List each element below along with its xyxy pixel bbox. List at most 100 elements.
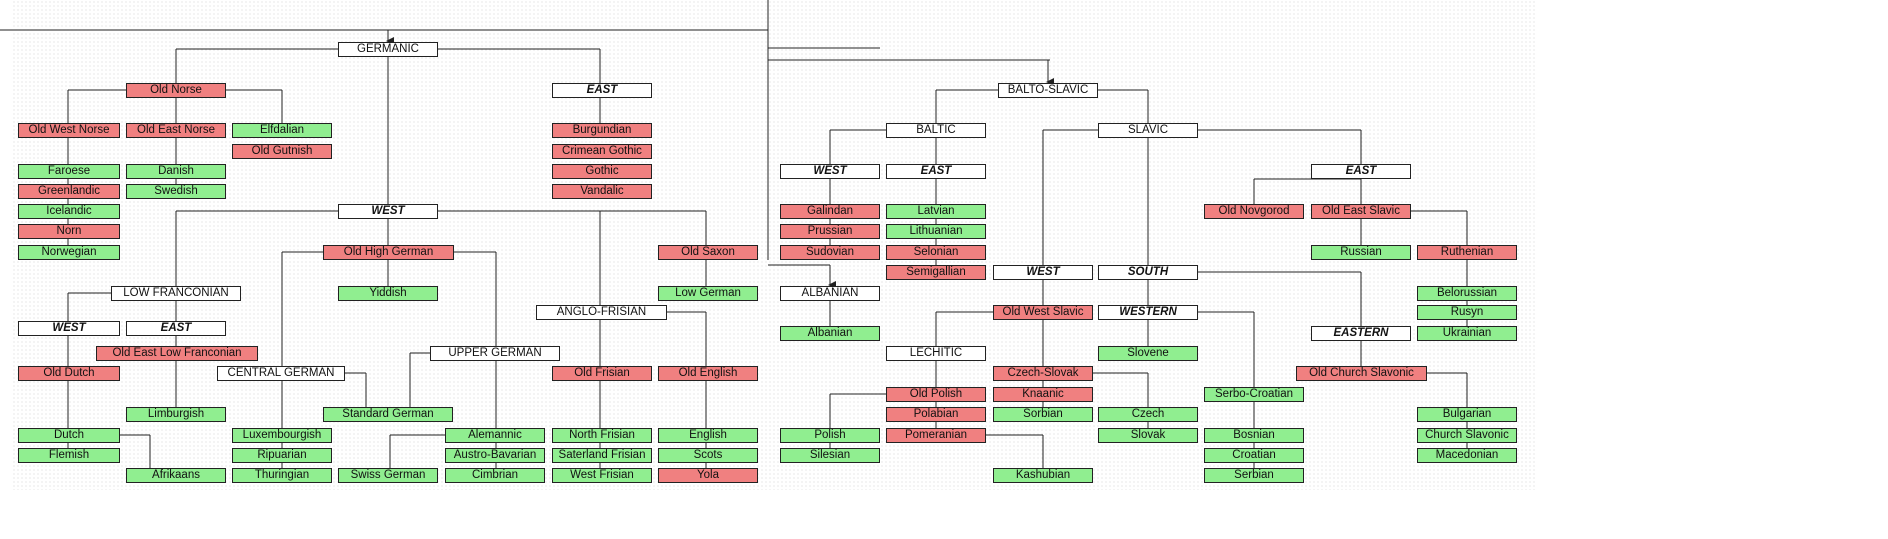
node-anglo-frisian: ANGLO-FRISIAN (536, 305, 667, 320)
node-west-frisian: West Frisian (552, 468, 652, 483)
node-danish: Danish (126, 164, 226, 179)
node-burgundian: Burgundian (552, 123, 652, 138)
node-elfdalian: Elfdalian (232, 123, 332, 138)
node-rusyn: Rusyn (1417, 305, 1517, 320)
node-eastern: EASTERN (1311, 326, 1411, 341)
node-old-east-low-franconian: Old East Low Franconian (96, 346, 258, 361)
node-russian: Russian (1311, 245, 1411, 260)
node-czech: Czech (1098, 407, 1198, 422)
node-kashubian: Kashubian (993, 468, 1093, 483)
node-thuringian: Thuringian (232, 468, 332, 483)
node-albanian: Albanian (780, 326, 880, 341)
node-east-germanic: EAST (552, 83, 652, 98)
node-old-novgorod: Old Novgorod (1204, 204, 1304, 219)
node-sudovian: Sudovian (780, 245, 880, 260)
node-old-gutnish: Old Gutnish (232, 144, 332, 159)
node-lf-east: EAST (126, 321, 226, 336)
node-ripuarian: Ripuarian (232, 448, 332, 463)
node-yiddish: Yiddish (338, 286, 438, 301)
node-low-german: Low German (658, 286, 758, 301)
node-standard-german: Standard German (323, 407, 453, 422)
node-norwegian: Norwegian (18, 245, 120, 260)
node-bulgarian: Bulgarian (1417, 407, 1517, 422)
node-swiss-german: Swiss German (338, 468, 438, 483)
node-selonian: Selonian (886, 245, 986, 260)
node-gothic: Gothic (552, 164, 652, 179)
node-luxembourgish: Luxembourgish (232, 428, 332, 443)
node-old-polish: Old Polish (886, 387, 986, 402)
node-old-high-german: Old High German (323, 245, 454, 260)
node-faroese: Faroese (18, 164, 120, 179)
node-limburgish: Limburgish (126, 407, 226, 422)
node-flemish: Flemish (18, 448, 120, 463)
node-central-german: CENTRAL GERMAN (217, 366, 345, 381)
node-english: English (658, 428, 758, 443)
node-afrikaans: Afrikaans (126, 468, 226, 483)
node-cimbrian: Cimbrian (445, 468, 545, 483)
node-upper-german: UPPER GERMAN (430, 346, 560, 361)
node-western: WESTERN (1098, 305, 1198, 320)
node-alemannic: Alemannic (445, 428, 545, 443)
node-saterland-frisian: Saterland Frisian (552, 448, 652, 463)
node-old-west-norse: Old West Norse (18, 123, 120, 138)
node-baltic-east: EAST (886, 164, 986, 179)
node-slavic-east: EAST (1311, 164, 1411, 179)
node-dutch: Dutch (18, 428, 120, 443)
node-scots: Scots (658, 448, 758, 463)
node-slavic: SLAVIC (1098, 123, 1198, 138)
node-ruthenian: Ruthenian (1417, 245, 1517, 260)
node-bosnian: Bosnian (1204, 428, 1304, 443)
node-lithuanian: Lithuanian (886, 224, 986, 239)
node-old-frisian: Old Frisian (552, 366, 652, 381)
node-icelandic: Icelandic (18, 204, 120, 219)
node-croatian: Croatian (1204, 448, 1304, 463)
node-swedish: Swedish (126, 184, 226, 199)
node-polabian: Polabian (886, 407, 986, 422)
node-norn: Norn (18, 224, 120, 239)
node-slavic-south: SOUTH (1098, 265, 1198, 280)
node-old-saxon: Old Saxon (658, 245, 758, 260)
node-latvian: Latvian (886, 204, 986, 219)
node-macedonian: Macedonian (1417, 448, 1517, 463)
node-old-church-slavonic: Old Church Slavonic (1296, 366, 1427, 381)
node-pomeranian: Pomeranian (886, 428, 986, 443)
node-old-norse: Old Norse (126, 83, 226, 98)
node-baltic-west: WEST (780, 164, 880, 179)
node-galindan: Galindan (780, 204, 880, 219)
node-old-east-slavic: Old East Slavic (1311, 204, 1411, 219)
node-czech-slovak: Czech-Slovak (993, 366, 1093, 381)
node-old-dutch: Old Dutch (18, 366, 120, 381)
node-belorussian: Belorussian (1417, 286, 1517, 301)
node-north-frisian: North Frisian (552, 428, 652, 443)
node-balto-slavic: BALTO-SLAVIC (998, 83, 1098, 98)
node-silesian: Silesian (780, 448, 880, 463)
node-vandalic: Vandalic (552, 184, 652, 199)
node-slovene: Slovene (1098, 346, 1198, 361)
node-old-west-slavic: Old West Slavic (993, 305, 1093, 320)
node-church-slavonic: Church Slavonic (1417, 428, 1517, 443)
node-lechitic: LECHITIC (886, 346, 986, 361)
node-polish: Polish (780, 428, 880, 443)
node-low-franconian: LOW FRANCONIAN (111, 286, 241, 301)
node-old-east-norse: Old East Norse (126, 123, 226, 138)
node-crimean-gothic: Crimean Gothic (552, 144, 652, 159)
node-germanic: GERMANIC (338, 42, 438, 57)
node-serbo-croatian: Serbo-Croatian (1204, 387, 1304, 402)
node-west-germanic: WEST (338, 204, 438, 219)
node-old-english: Old English (658, 366, 758, 381)
node-lf-west: WEST (18, 321, 120, 336)
node-serbian: Serbian (1204, 468, 1304, 483)
node-ukrainian: Ukrainian (1417, 326, 1517, 341)
node-yola: Yola (658, 468, 758, 483)
node-baltic: BALTIC (886, 123, 986, 138)
node-slovak: Slovak (1098, 428, 1198, 443)
node-prussian: Prussian (780, 224, 880, 239)
node-knaanic: Knaanic (993, 387, 1093, 402)
node-slavic-west: WEST (993, 265, 1093, 280)
dotted-background (12, 0, 1536, 490)
node-semigallian: Semigallian (886, 265, 986, 280)
node-albanian-group: ALBANIAN (780, 286, 880, 301)
node-greenlandic: Greenlandic (18, 184, 120, 199)
node-austro-bavarian: Austro-Bavarian (445, 448, 545, 463)
